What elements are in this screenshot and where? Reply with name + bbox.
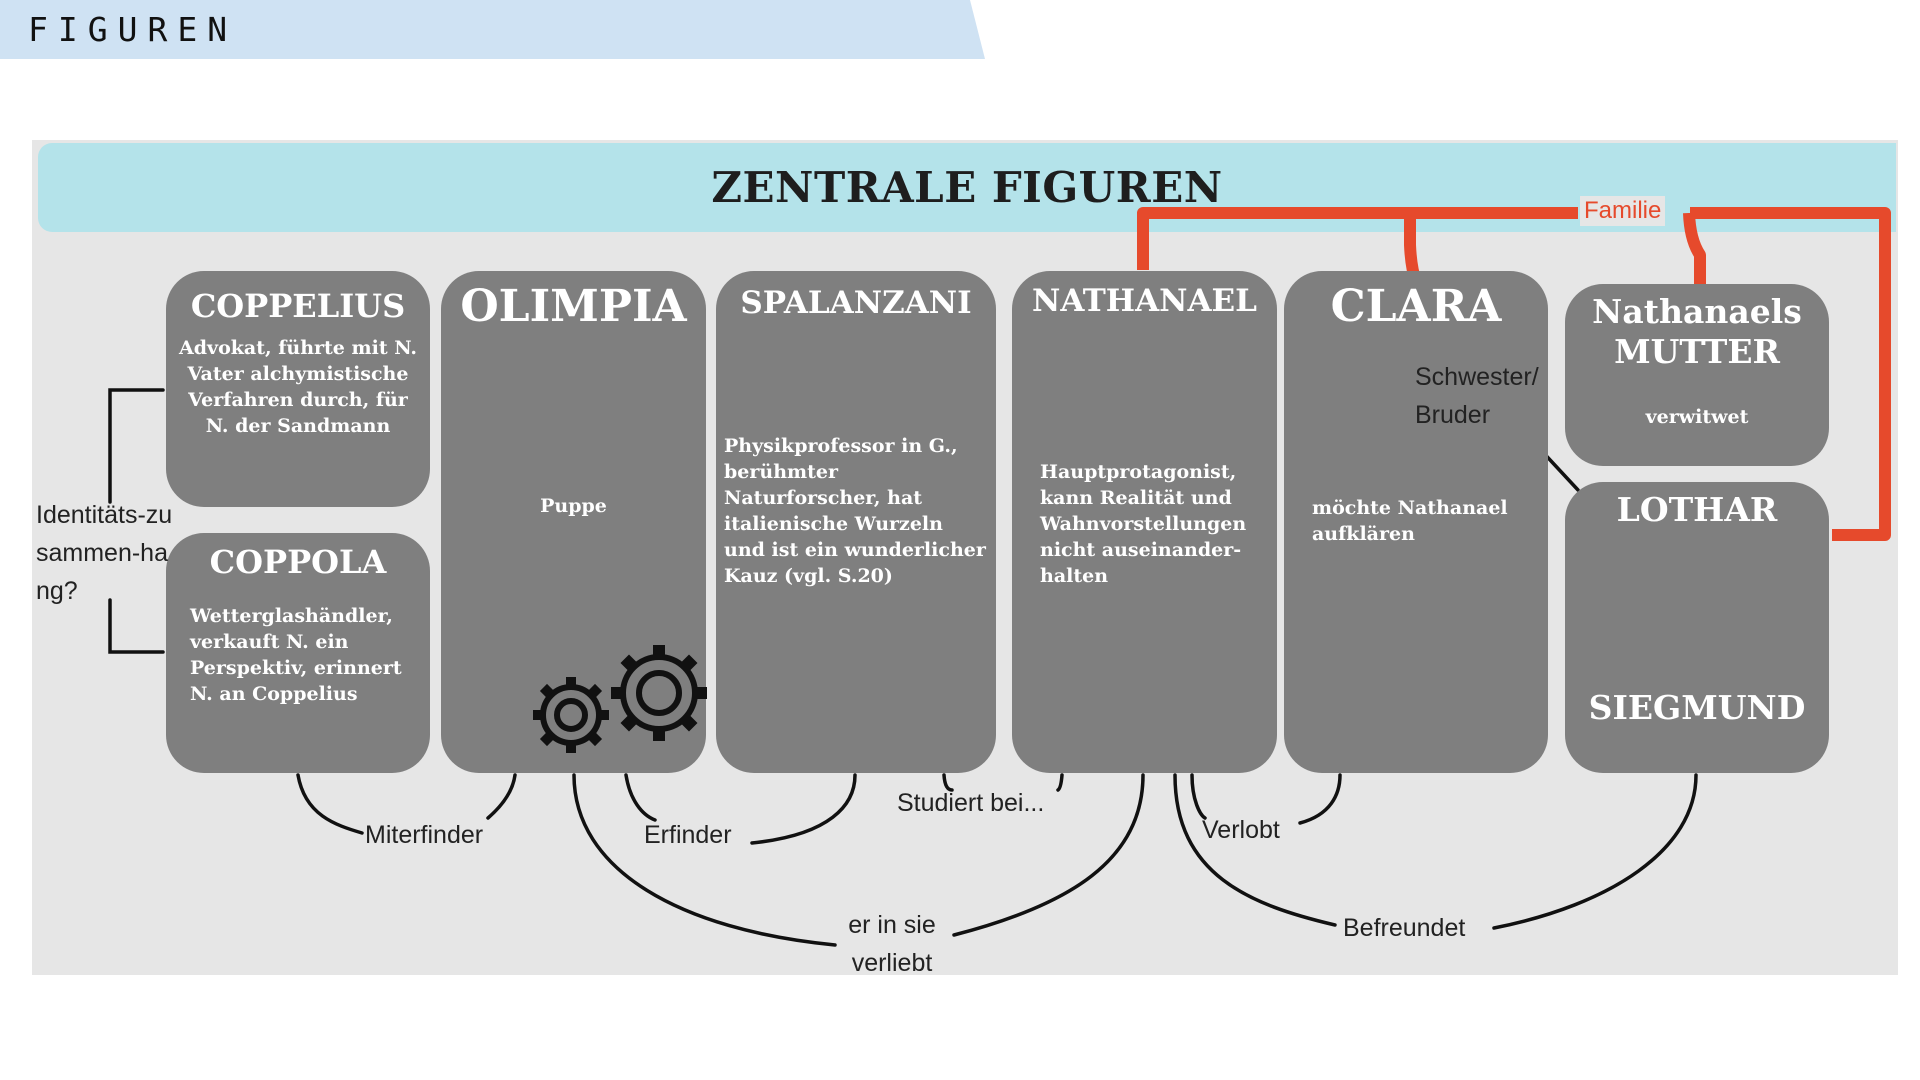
clara-desc: möchte Nathanael aufklären [1312,497,1508,545]
olimpia-desc: Puppe [540,495,607,517]
gears-icon [533,645,707,753]
box-clara: CLARA möchte Nathanael aufklären [1284,271,1548,773]
nathanael-desc: Hauptprotagonist, kann Realität und Wahn… [1040,461,1247,587]
page-title: FIGUREN [28,10,238,49]
box-coppola: COPPOLA Wetterglashändler, verkauft N. e… [166,533,430,773]
box-lothar-siegmund: LOTHAR SIEGMUND [1565,482,1829,773]
diagram-title: ZENTRALE FIGUREN [711,163,1223,212]
verlobt-line [1190,773,1342,825]
box-coppelius: COPPELIUS Advokat, führte mit N. Vater a… [166,271,430,507]
spalanzani-desc: Physikprofessor in G., berühmter Naturfo… [724,435,986,587]
box-olimpia: OLIMPIA Puppe [441,271,707,773]
lothar-name: LOTHAR [1616,490,1778,529]
box-spalanzani: SPALANZANI Physikprofessor in G., berühm… [716,271,996,773]
mutter-name-line2: MUTTER [1614,332,1780,371]
mutter-name-line1: Nathanaels [1592,292,1802,331]
coppola-desc: Wetterglashändler, verkauft N. ein Persp… [190,605,402,705]
box-nathanael: NATHANAEL Hauptprotagonist, kann Realitä… [1012,271,1277,773]
clara-name: CLARA [1330,281,1502,332]
identity-label: Identitäts-zusammen-hang? [36,501,173,605]
olimpia-name: OLIMPIA [460,281,687,332]
erfinder-line [624,773,857,845]
miterfinder-label: Miterfinder [365,821,484,849]
mutter-desc: verwitwet [1645,406,1749,428]
coppelius-name: COPPELIUS [190,287,406,325]
befreundet-label: Befreundet [1343,914,1466,942]
familie-label: Familie [1580,196,1666,226]
coppola-name: COPPOLA [209,543,387,581]
nathanael-name: NATHANAEL [1032,283,1257,319]
header-tab [0,0,985,59]
miterfinder-line [296,773,517,835]
verlobt-label: Verlobt [1202,816,1280,844]
studiert-label: Studiert bei... [897,789,1045,817]
box-mutter: Nathanaels MUTTER verwitwet [1565,284,1829,466]
erfinder-label: Erfinder [644,821,732,849]
verliebt-label: er in sie verliebt [848,911,936,977]
identity-bracket [108,388,165,654]
family-line [1137,207,1891,541]
befreundet-line [1173,773,1698,930]
coppelius-desc: Advokat, führte mit N. Vater alchymistis… [179,337,417,437]
studiert-line [942,773,1064,792]
spalanzani-name: SPALANZANI [740,285,972,321]
verliebt-line [572,773,1145,947]
geschwister-label: Schwester/ Bruder [1415,363,1539,429]
siegmund-name: SIEGMUND [1588,688,1806,727]
